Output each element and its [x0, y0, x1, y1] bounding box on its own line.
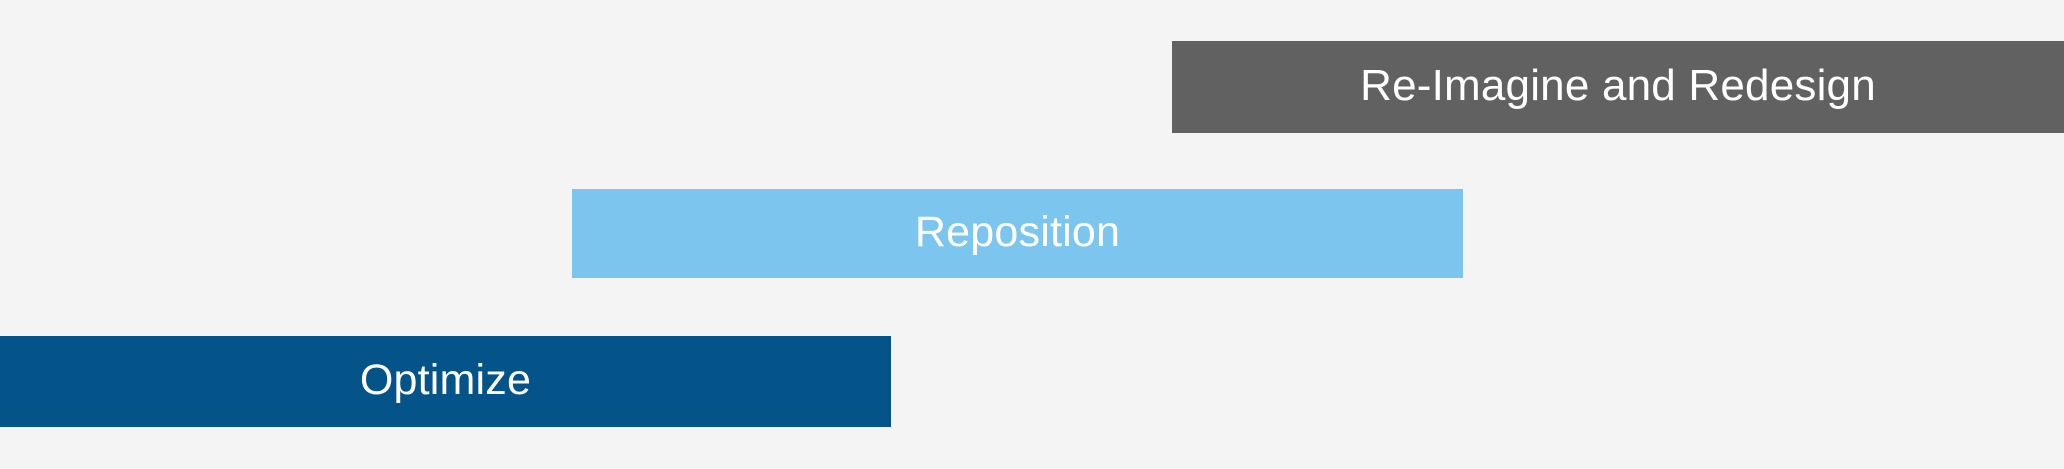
stage-bar-optimize[interactable]: Optimize — [0, 336, 891, 427]
stage-bar-reimagine[interactable]: Re-Imagine and Redesign — [1172, 41, 2064, 133]
stage-bar-reimagine-label: Re-Imagine and Redesign — [1360, 61, 1876, 110]
stage-bar-reposition-label: Reposition — [914, 208, 1121, 256]
stage-bar-optimize-label: Optimize — [359, 356, 532, 404]
stage-bar-reposition[interactable]: Reposition — [572, 189, 1463, 278]
